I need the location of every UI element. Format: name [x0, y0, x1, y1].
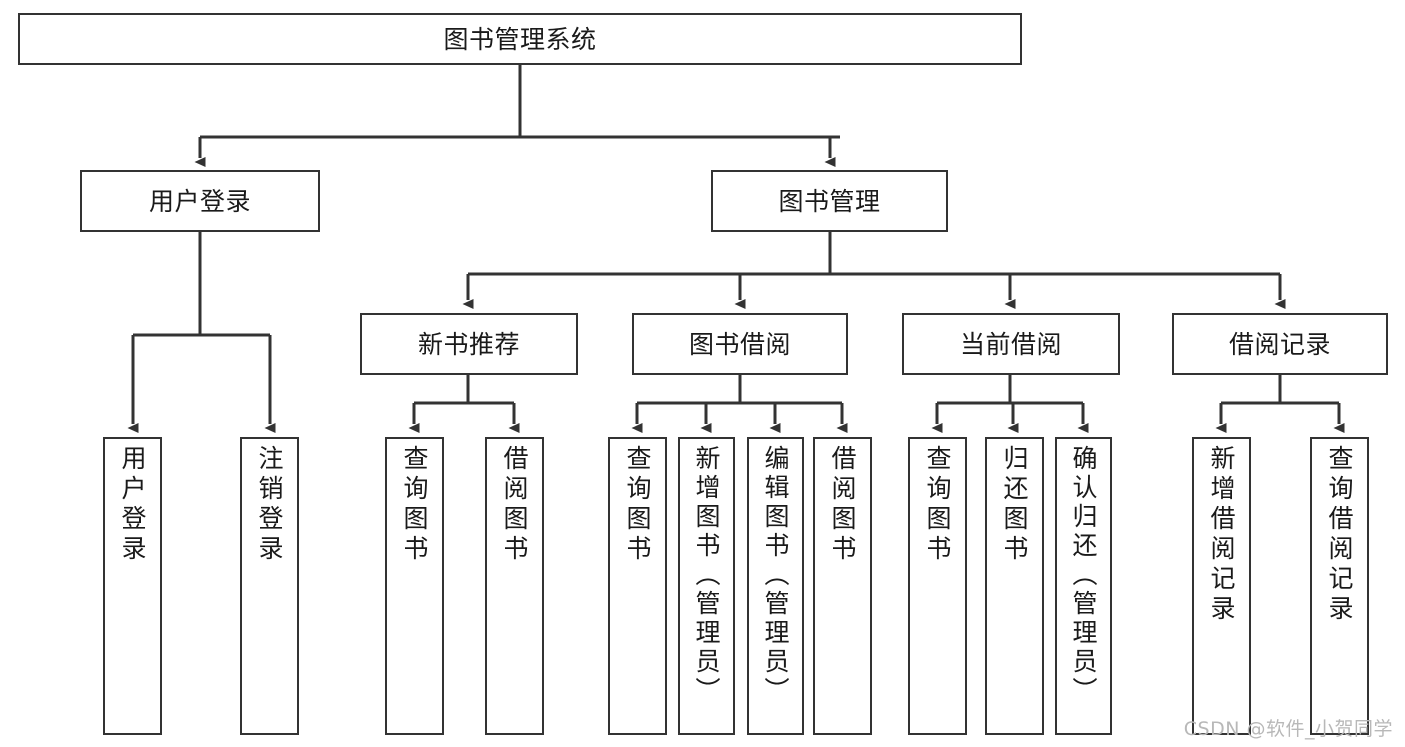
- leaf-query-book-rec-label: 查询图书: [400, 445, 429, 565]
- node-new-book-rec-label: 新书推荐: [417, 329, 520, 359]
- node-book-borrow[interactable]: 图书借阅: [632, 313, 848, 375]
- leaf-borrow-book-label: 借阅图书: [828, 445, 857, 565]
- leaf-borrow-book-rec-label: 借阅图书: [500, 445, 529, 565]
- leaf-edit-book[interactable]: 编辑图书（管理员）: [747, 437, 804, 735]
- leaf-add-book[interactable]: 新增图书（管理员）: [678, 437, 735, 735]
- node-current-borrow-label: 当前借阅: [959, 329, 1062, 359]
- leaf-edit-book-label: 编辑图书（管理员）: [761, 445, 790, 706]
- leaf-query-record-label: 查询借阅记录: [1325, 445, 1354, 625]
- node-user-login[interactable]: 用户登录: [80, 170, 320, 232]
- leaf-borrow-book-rec[interactable]: 借阅图书: [485, 437, 544, 735]
- node-borrow-record-label: 借阅记录: [1228, 329, 1331, 359]
- leaf-return-book[interactable]: 归还图书: [985, 437, 1044, 735]
- leaf-user-logout[interactable]: 注销登录: [240, 437, 299, 735]
- leaf-query-book-borrow-label: 查询图书: [623, 445, 652, 565]
- leaf-user-logout-label: 注销登录: [255, 445, 284, 565]
- node-new-book-rec[interactable]: 新书推荐: [360, 313, 578, 375]
- leaf-query-book-cur[interactable]: 查询图书: [908, 437, 967, 735]
- leaf-confirm-return-label: 确认归还（管理员）: [1069, 445, 1098, 706]
- leaf-return-book-label: 归还图书: [1000, 445, 1029, 565]
- leaf-add-record-label: 新增借阅记录: [1207, 445, 1236, 625]
- leaf-query-book-cur-label: 查询图书: [923, 445, 952, 565]
- leaf-user-login-label: 用户登录: [118, 445, 147, 565]
- leaf-user-login[interactable]: 用户登录: [103, 437, 162, 735]
- leaf-add-record[interactable]: 新增借阅记录: [1192, 437, 1251, 735]
- node-user-login-label: 用户登录: [148, 186, 251, 216]
- leaf-confirm-return[interactable]: 确认归还（管理员）: [1055, 437, 1112, 735]
- leaf-borrow-book[interactable]: 借阅图书: [813, 437, 872, 735]
- leaf-query-book-borrow[interactable]: 查询图书: [608, 437, 667, 735]
- node-book-borrow-label: 图书借阅: [688, 329, 791, 359]
- node-root-label: 图书管理系统: [443, 24, 597, 54]
- leaf-add-book-label: 新增图书（管理员）: [692, 445, 721, 706]
- node-root[interactable]: 图书管理系统: [18, 13, 1022, 65]
- node-borrow-record[interactable]: 借阅记录: [1172, 313, 1388, 375]
- node-book-manage-label: 图书管理: [778, 186, 881, 216]
- leaf-query-record[interactable]: 查询借阅记录: [1310, 437, 1369, 735]
- node-book-manage[interactable]: 图书管理: [711, 170, 948, 232]
- watermark: CSDN @软件_小贺同学: [1183, 718, 1393, 740]
- node-current-borrow[interactable]: 当前借阅: [902, 313, 1120, 375]
- leaf-query-book-rec[interactable]: 查询图书: [385, 437, 444, 735]
